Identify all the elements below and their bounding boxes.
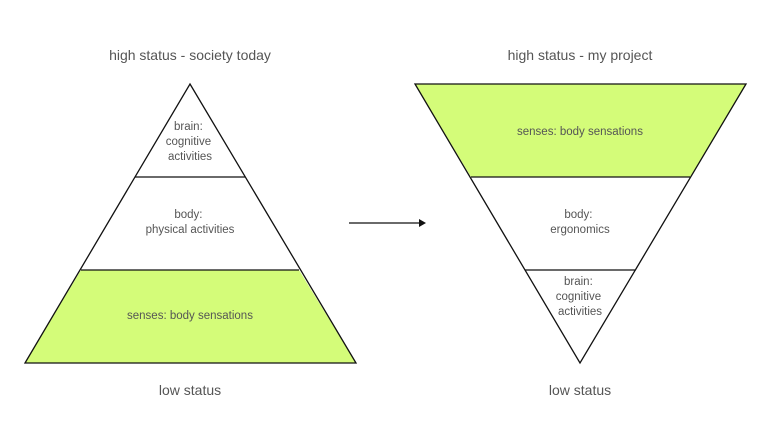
left-pyramid-heading: high status - society today xyxy=(109,47,271,63)
right-level-brain-label: brain: cognitive activities xyxy=(556,276,605,318)
left-level-brain-line-2: cognitive xyxy=(166,136,211,148)
left-level-senses-label: senses: body sensations xyxy=(127,310,253,322)
left-pyramid-bottom-band-fill xyxy=(25,270,356,363)
left-pyramid-footer: low status xyxy=(159,382,221,398)
right-level-body-line-2: ergonomics xyxy=(550,224,610,236)
right-level-brain-line-3: activities xyxy=(558,306,602,318)
right-pyramid-footer: low status xyxy=(549,382,611,398)
right-level-brain-line-1: brain: xyxy=(564,276,593,288)
right-pyramid: high status - my project senses: body se… xyxy=(413,47,748,398)
right-level-brain-line-2: cognitive xyxy=(556,291,601,303)
right-pyramid-outline xyxy=(413,83,748,365)
right-level-body-line-1: body: xyxy=(564,209,592,221)
left-level-body-line-1: body: xyxy=(174,209,202,221)
right-pyramid-heading: high status - my project xyxy=(508,47,653,63)
left-level-brain-label: brain: cognitive activities xyxy=(166,121,215,163)
left-level-brain-line-1: brain: xyxy=(174,121,203,133)
left-level-brain-line-3: activities xyxy=(168,151,212,163)
left-pyramid-outline xyxy=(23,82,358,364)
arrow-right-icon xyxy=(349,219,426,227)
left-level-body-label: body: physical activities xyxy=(146,209,235,236)
left-level-body-line-2: physical activities xyxy=(146,224,235,236)
right-level-body-label: body: ergonomics xyxy=(550,209,610,236)
left-pyramid: high status - society today brain: cogni… xyxy=(23,47,358,398)
right-pyramid-top-band-fill xyxy=(415,84,746,177)
right-level-senses-label: senses: body sensations xyxy=(517,126,643,138)
